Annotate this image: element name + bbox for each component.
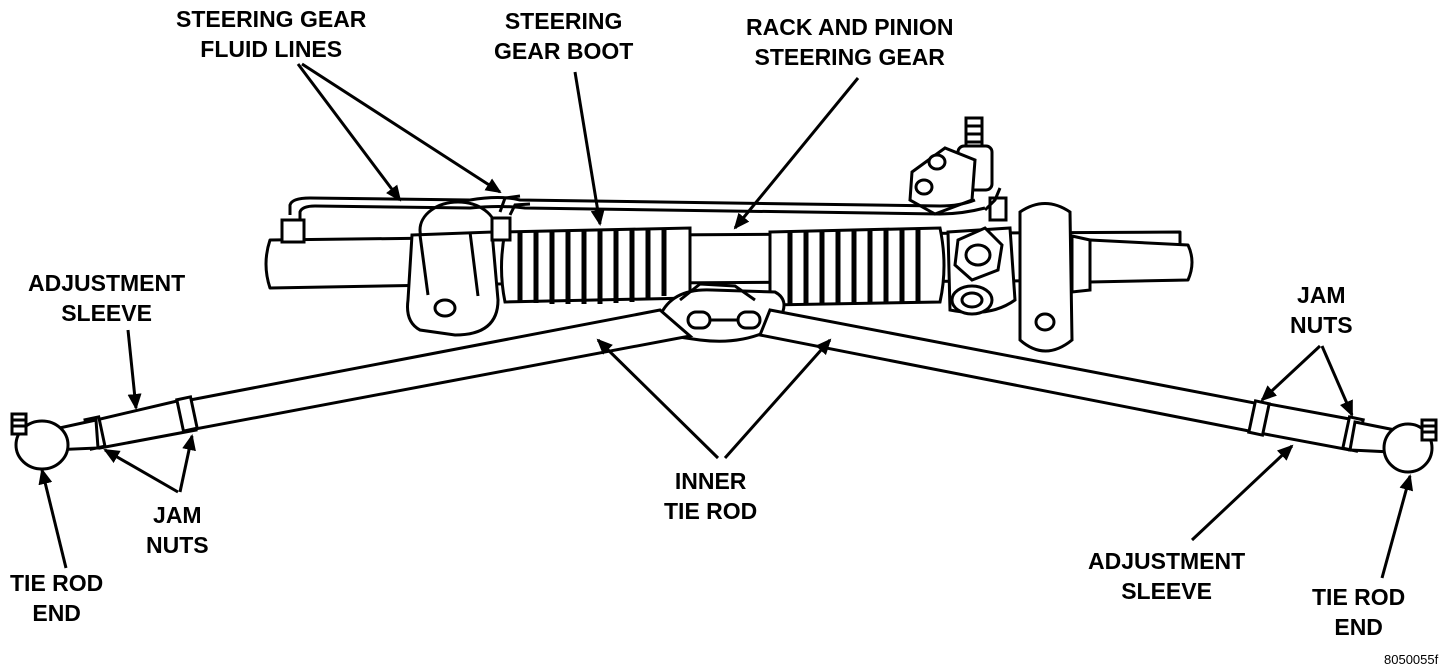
arrow-adjustment-sleeve-right (1190, 444, 1294, 542)
pinion-valve-housing (908, 116, 1017, 316)
arrow-tie-rod-end-left (38, 468, 68, 569)
right-mount-bracket (1018, 202, 1092, 353)
label-adjustment-sleeve-left: ADJUSTMENT SLEEVE (28, 270, 186, 326)
arrow-fluid-lines-right (301, 62, 502, 194)
arrow-jam-nuts-right-2 (1320, 345, 1354, 417)
figure-id: 8050055f (1384, 652, 1439, 667)
fluid-line-fittings (280, 216, 512, 244)
label-jam-nuts-right: JAM NUTS (1290, 282, 1353, 338)
label-inner-tie-rod: INNER TIE ROD (664, 468, 758, 524)
left-mount-bracket (406, 200, 500, 337)
arrow-inner-tie-rod-left (596, 338, 720, 460)
left-tie-rod-assembly (10, 308, 694, 471)
label-jam-nuts-left: JAM NUTS (146, 502, 209, 558)
right-tie-rod-assembly (757, 308, 1438, 474)
arrow-inner-tie-rod-right (723, 338, 832, 459)
arrow-tie-rod-end-right (1380, 474, 1414, 579)
label-tie-rod-end-right: TIE ROD END (1312, 584, 1406, 640)
label-steering-gear-fluid-lines: STEERING GEAR FLUID LINES (176, 6, 367, 62)
arrow-jam-nuts-left-2 (178, 434, 196, 493)
arrow-jam-nuts-left-1 (103, 448, 179, 494)
right-steering-boot (768, 226, 946, 307)
arrow-steering-gear-boot (573, 71, 605, 226)
fluid-lines (288, 187, 1002, 220)
arrow-adjustment-sleeve-left (126, 329, 142, 410)
left-steering-boot (500, 226, 692, 304)
arrow-jam-nuts-right-1 (1260, 344, 1322, 402)
label-adjustment-sleeve-right: ADJUSTMENT SLEEVE (1088, 548, 1246, 604)
arrow-rack-and-pinion (733, 77, 860, 230)
arrow-fluid-lines-left (296, 63, 402, 202)
label-steering-gear-boot: STEERING GEAR BOOT (494, 8, 634, 64)
leader-arrows (38, 62, 1414, 579)
label-tie-rod-end-left: TIE ROD END (10, 570, 104, 626)
label-rack-and-pinion-steering-gear: RACK AND PINION STEERING GEAR (746, 14, 954, 70)
